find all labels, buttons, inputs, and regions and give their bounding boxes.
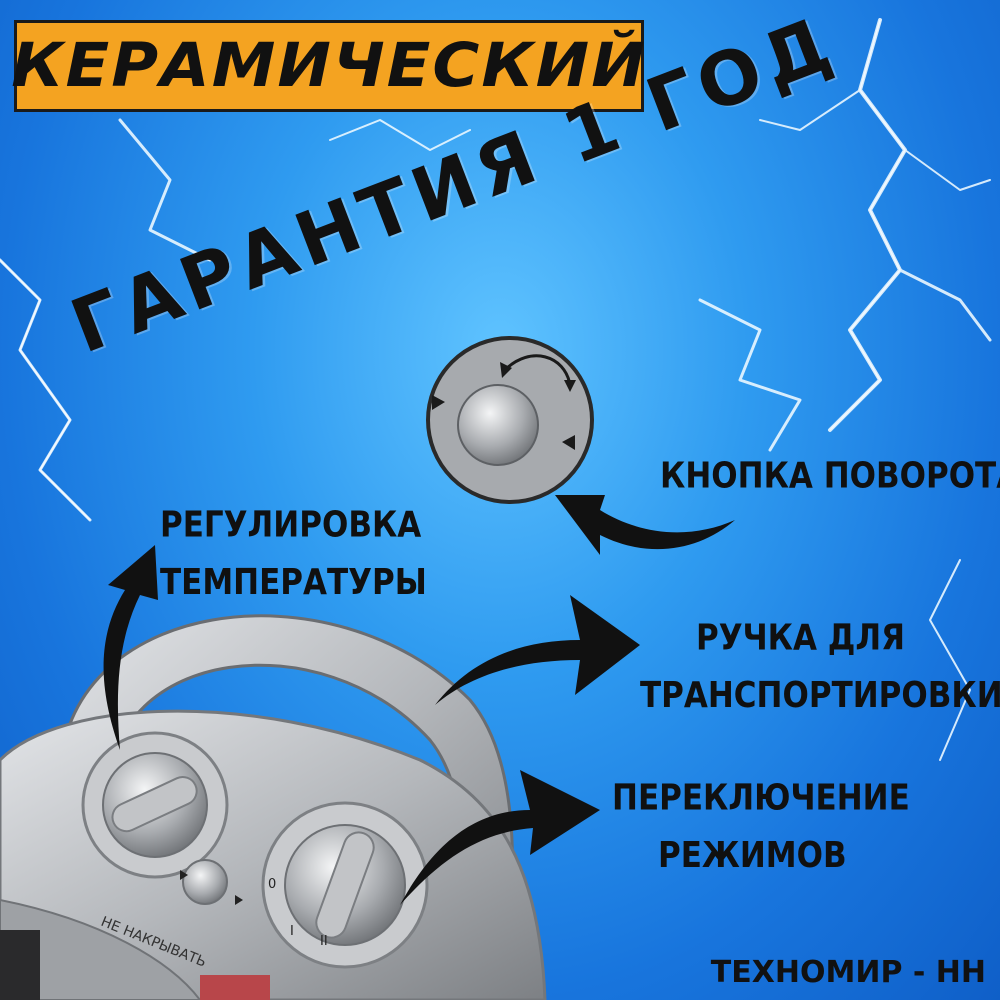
title-badge: КЕРАМИЧЕСКИЙ (11, 20, 647, 112)
label-rotation-button-text: КНОПКА ПОВОРОТА (660, 455, 1000, 497)
arrow-marker-icon (500, 362, 512, 378)
lightning-bolt (118, 118, 212, 262)
arrow-marker-icon (564, 380, 576, 392)
callout-arrow-handle (435, 595, 640, 705)
arrow-marker-icon (180, 870, 188, 880)
rotation-button-small (182, 859, 228, 905)
lightning-bolt (898, 268, 992, 342)
brand-text: ТЕХНОМИР - НН (710, 955, 986, 990)
arrow-marker-icon (562, 435, 575, 450)
lightning-bolt (829, 19, 906, 431)
heater-indicator (200, 975, 270, 1000)
arrow-marker-icon (432, 395, 445, 410)
callout-arrow-mode (400, 770, 600, 905)
label-handle: РУЧКА ДЛЯ ТРАНСПОРТИРОВКИ (640, 611, 1000, 725)
label-temperature-line-2: ТЕМПЕРАТУРЫ (160, 561, 427, 603)
rotation-arrow-icon (503, 354, 572, 386)
mode-mark-one: I (290, 924, 294, 939)
label-mode-switch-line-2: РЕЖИМОВ (658, 834, 847, 876)
label-temperature-line-1: РЕГУЛИРОВКА (160, 504, 422, 546)
rotation-button-closeup (457, 384, 539, 466)
lightning-bolt (698, 298, 802, 452)
lightning-bolt (329, 119, 471, 151)
label-mode-switch: ПЕРЕКЛЮЧЕНИЕ РЕЖИМОВ (612, 771, 910, 885)
label-mode-switch-line-1: ПЕРЕКЛЮЧЕНИЕ (612, 777, 910, 819)
lightning-bolt (904, 149, 991, 191)
title-text: КЕРАМИЧЕСКИЙ (11, 30, 647, 102)
label-temperature: РЕГУЛИРОВКА ТЕМПЕРАТУРЫ (160, 498, 427, 612)
mode-mark-two: II (320, 934, 328, 949)
callout-arrow-temperature (103, 545, 158, 750)
heater-grille (0, 930, 40, 1000)
label-handle-line-1: РУЧКА ДЛЯ (696, 617, 906, 659)
temperature-knob-grip (111, 775, 198, 833)
mode-knob-grip (315, 831, 375, 939)
label-rotation-button: КНОПКА ПОВОРОТА (660, 448, 1000, 505)
mode-mark-off: 0 (268, 877, 276, 892)
lightning-bolt (0, 259, 91, 521)
label-handle-line-2: ТРАНСПОРТИРОВКИ (640, 674, 1000, 716)
arrow-marker-icon (235, 895, 243, 905)
lightning-bolt (929, 559, 971, 761)
heater-front-panel (0, 898, 202, 1000)
lightning-bolt (759, 89, 861, 131)
callout-arrow-rotation (555, 495, 735, 555)
